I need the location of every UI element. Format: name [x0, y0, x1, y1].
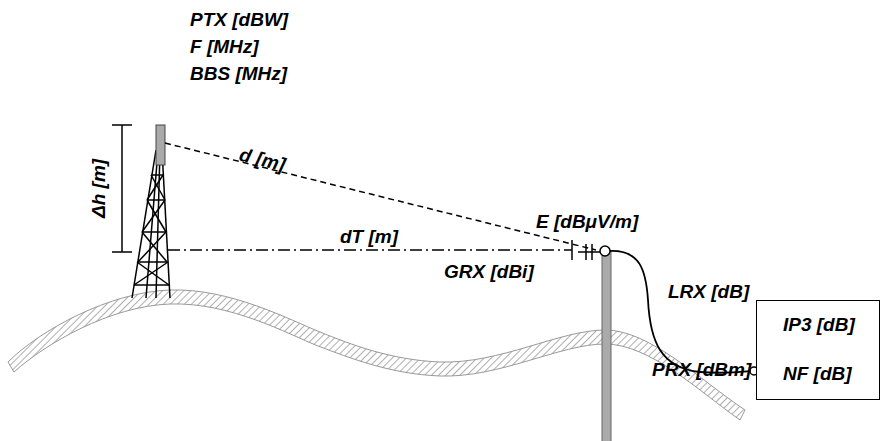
height-label: Δh [m] — [90, 158, 111, 217]
power-label: PTX [dBW] — [190, 10, 288, 31]
frequency-label: F [MHz] — [190, 37, 259, 58]
box-text: NF [dB] — [783, 364, 871, 385]
distance-label: d [m] — [237, 144, 287, 176]
tx-antenna — [156, 125, 165, 165]
rx-mast — [602, 252, 611, 441]
received-power-label: PRX [dBm] — [652, 360, 751, 381]
loss-label: LRX [dB] — [668, 282, 749, 303]
horizontal-distance-label: dT [m] — [340, 227, 398, 248]
lattice-tower — [132, 150, 170, 298]
height-bracket — [112, 125, 132, 252]
horizontal-distance — [168, 249, 572, 251]
gain-label: GRX [dBi] — [444, 262, 534, 283]
path-line — [165, 143, 596, 250]
distance-tick — [571, 240, 573, 260]
bandwidth-label: BBS [MHz] — [190, 64, 287, 85]
terrain — [8, 290, 745, 420]
rx-antenna — [578, 244, 610, 260]
receiver-box: IP3 [dB] NF [dB] — [756, 300, 880, 400]
rx-cable — [610, 251, 750, 373]
field-strength-label: E [dBμV/m] — [536, 212, 638, 233]
box-text: IP3 [dB] — [783, 315, 871, 336]
